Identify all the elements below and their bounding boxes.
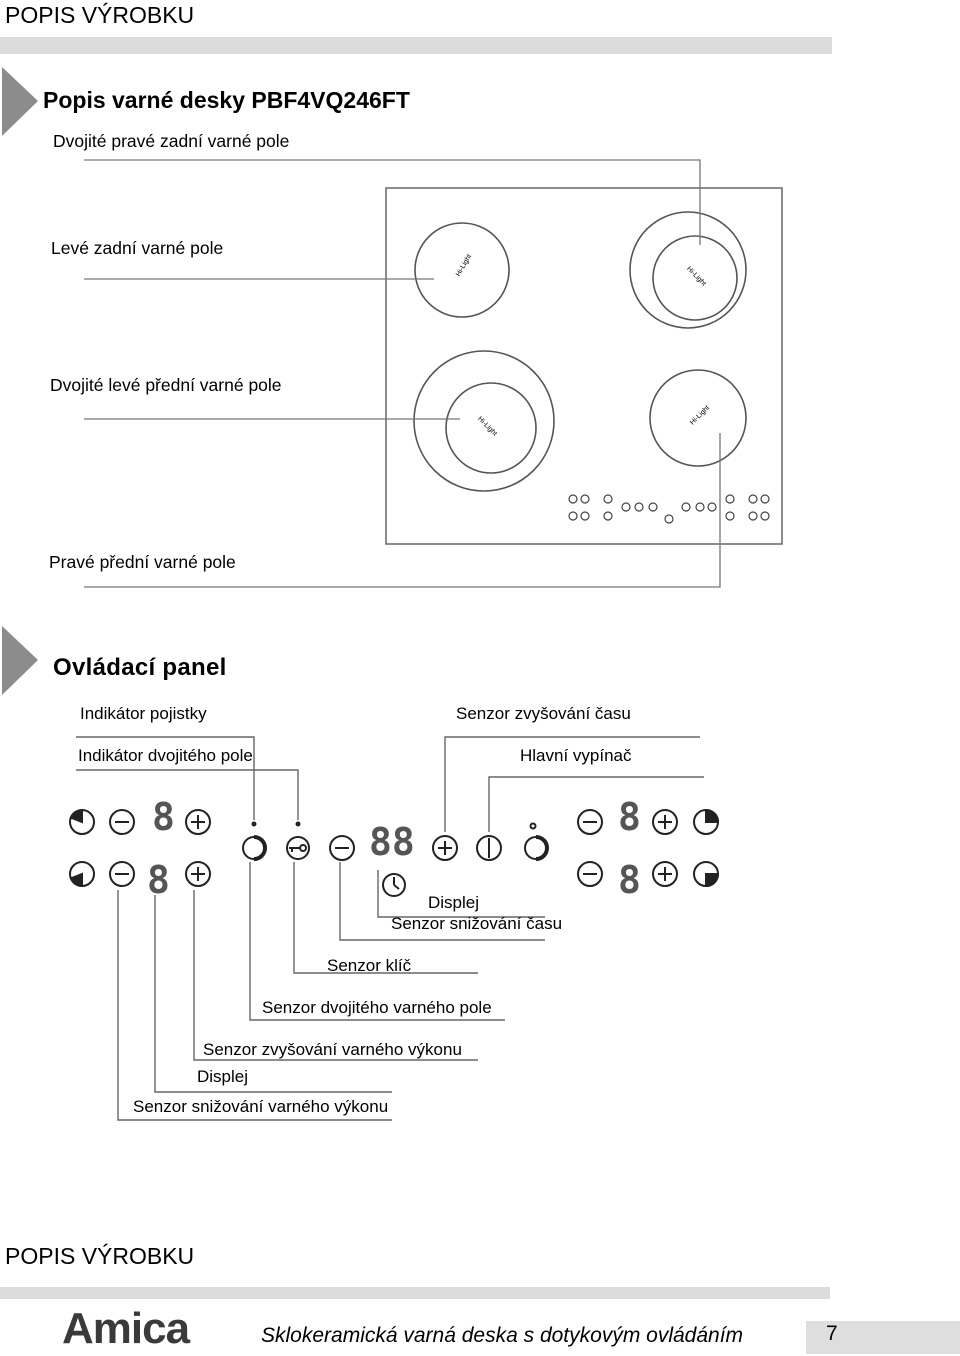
leader-main	[488, 776, 704, 832]
leader-right-front	[84, 433, 721, 588]
label-display2: Displej	[197, 1067, 249, 1086]
plus-icon	[185, 861, 211, 887]
label-left-front-dual: Dvojité levé přední varné pole	[50, 375, 282, 395]
plus-icon	[185, 809, 211, 835]
plus-icon	[652, 809, 678, 835]
label-key: Senzor klíč	[327, 956, 412, 975]
leader-right-rear	[84, 159, 701, 245]
footer-caption: Sklokeramická varná deska s dotykovým ov…	[261, 1324, 744, 1347]
mini-panel	[568, 494, 770, 524]
leader-time-down	[339, 862, 545, 941]
footer-band	[0, 1287, 830, 1299]
brand-logo: Amica	[62, 1304, 190, 1353]
label-power-up: Senzor zvyšování varného výkonu	[203, 1040, 462, 1059]
hob-outline	[385, 187, 783, 545]
page-number: 7	[826, 1322, 838, 1345]
leader-dual-sensor	[249, 862, 505, 1021]
zone-right-rear-inner	[652, 235, 738, 321]
zone-left-rear	[414, 222, 510, 318]
minus-icon	[577, 809, 603, 835]
minus-icon	[109, 861, 135, 887]
zone-display: 8	[618, 858, 641, 902]
power-icon	[476, 835, 502, 861]
label-fuse-indicator: Indikátor pojistky	[80, 704, 207, 723]
zone-display: 8	[152, 795, 175, 839]
leader-display2	[154, 895, 392, 1093]
label-dual-indicator: Indikátor dvojitého pole	[78, 746, 253, 765]
leader-dual-ind	[76, 769, 299, 820]
page-header: POPIS VÝROBKU	[5, 2, 195, 28]
leader-power-down	[117, 890, 392, 1121]
leader-fuse	[76, 736, 255, 820]
label-power-down: Senzor snižování varného výkonu	[133, 1097, 389, 1116]
panel-title: Ovládací panel	[53, 654, 227, 681]
zone-right-front	[649, 369, 747, 467]
leader-key	[293, 862, 478, 974]
label-left-rear: Levé zadní varné pole	[51, 238, 224, 258]
minus-icon	[329, 835, 355, 861]
label-display: Displej	[428, 893, 480, 912]
zone-left-front-inner	[445, 382, 537, 474]
zone-display: 8	[147, 858, 170, 902]
label-time-up: Senzor zvyšování času	[456, 704, 631, 723]
clock-icon	[382, 873, 406, 897]
section-marker-icon	[2, 67, 38, 136]
section-marker-icon	[2, 626, 38, 695]
zone-left-front-outer	[413, 350, 555, 492]
label-dual-sensor: Senzor dvojitého varného pole	[262, 998, 492, 1017]
leader-time-up	[444, 736, 700, 832]
header-band	[0, 37, 832, 54]
label-right-rear-dual: Dvojité pravé zadní varné pole	[53, 131, 290, 151]
minus-icon	[577, 861, 603, 887]
key-icon	[286, 836, 310, 860]
label-right-front: Pravé přední varné pole	[49, 552, 236, 572]
timer-display: 88	[369, 820, 415, 864]
leader-display	[377, 870, 545, 918]
label-main-switch: Hlavní vypínač	[520, 746, 632, 765]
zone-display: 8	[618, 795, 641, 839]
footer-header: POPIS VÝROBKU	[5, 1243, 195, 1269]
plus-icon	[652, 861, 678, 887]
zone-right-rear-outer	[629, 211, 747, 329]
hob-title: Popis varné desky PBF4VQ246FT	[43, 87, 410, 113]
page-number-box	[806, 1321, 960, 1354]
label-time-down: Senzor snižování času	[391, 914, 563, 933]
plus-icon	[432, 835, 458, 861]
panel-symbols	[69, 808, 720, 897]
leader-power-up	[193, 890, 478, 1061]
minus-icon	[109, 809, 135, 835]
